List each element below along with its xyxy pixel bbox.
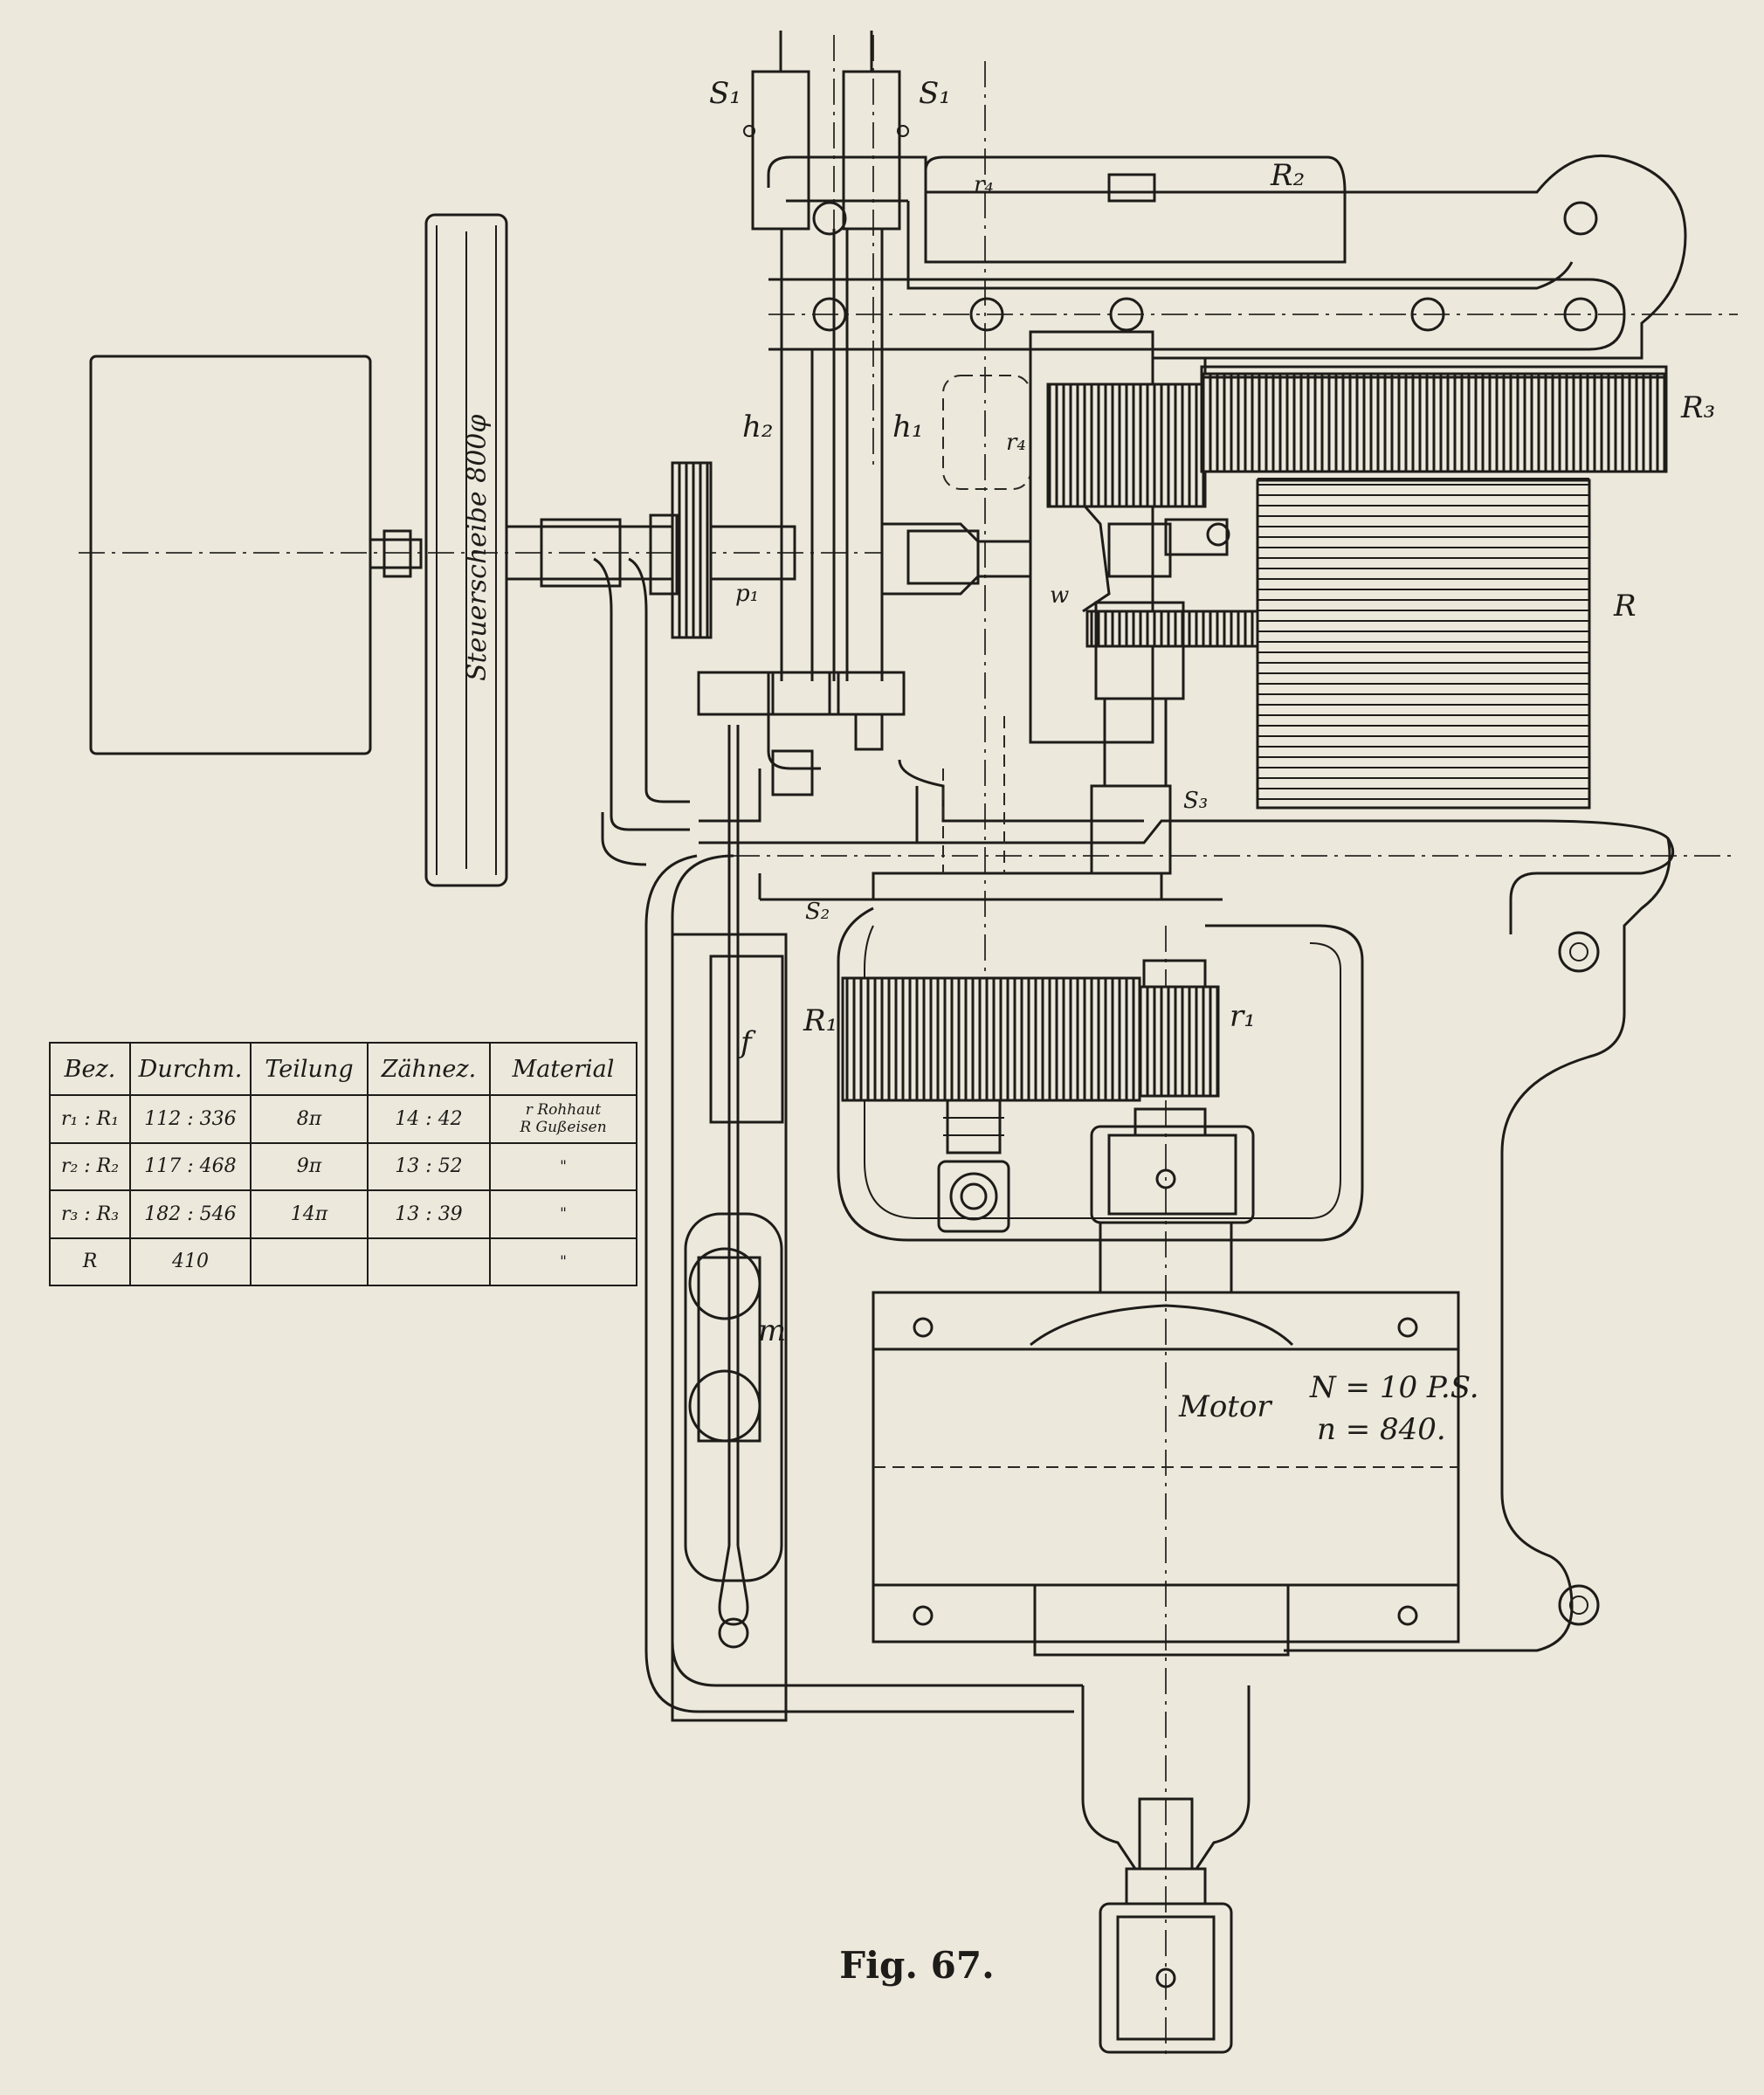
cell-teilung — [250, 1237, 369, 1286]
cell-teilung: 14π — [250, 1189, 369, 1239]
cell-teilung: 8π — [250, 1094, 369, 1144]
pinion-p1 — [649, 461, 713, 639]
label-R: R — [1613, 589, 1637, 624]
motor-body: Motor N = 10 P.S. n = 840. — [872, 1291, 1479, 1657]
table-row: r₃ : R₃ 182 : 546 14π 13 : 39 " — [49, 1189, 637, 1239]
header-bez: Bez. — [49, 1042, 131, 1096]
lower-spindle — [937, 1099, 1010, 1233]
cell-material: " — [489, 1189, 637, 1239]
label-S2: S₂ — [805, 899, 830, 925]
material-line1: r Rohhaut — [525, 1101, 602, 1120]
label-h2: h₂ — [742, 410, 774, 444]
cell-material: " — [489, 1237, 637, 1286]
label-s1-left: S₁ — [709, 76, 741, 111]
cell-durchm: 112 : 336 — [129, 1094, 252, 1144]
main-shaft — [369, 518, 796, 831]
header-teilung: Teilung — [250, 1042, 369, 1096]
pulley-label: Steuerscheibe 800φ — [462, 415, 493, 681]
cell-bez: r₂ : R₂ — [49, 1141, 131, 1191]
label-S3: S₃ — [1183, 788, 1208, 814]
header-zaehne: Zähnez. — [367, 1042, 491, 1096]
header-material: Material — [489, 1042, 637, 1096]
cell-bez: r₁ : R₁ — [49, 1094, 131, 1144]
control-pulley: Steuerscheibe 800φ — [424, 213, 508, 887]
motor-coupling — [1030, 1107, 1294, 1347]
label-h1: h₁ — [892, 410, 924, 444]
label-R2: R₂ — [1270, 158, 1305, 193]
label-r4-mid: r₄ — [1006, 430, 1026, 456]
cell-zaehne — [367, 1237, 491, 1286]
cell-durchm: 117 : 468 — [129, 1141, 252, 1191]
label-p1: p₁ — [735, 581, 759, 607]
motor-speed: n = 840. — [1317, 1412, 1446, 1447]
header-durchm: Durchm. — [129, 1042, 252, 1096]
label-m: m — [758, 1313, 786, 1348]
upper-rod-guides — [743, 31, 909, 681]
table-row: R 410 " — [49, 1237, 637, 1286]
machine-frame — [601, 154, 1687, 1713]
material-line2: R Gußeisen — [520, 1119, 607, 1137]
central-housing — [697, 330, 1675, 901]
label-r4-top: r₄ — [974, 172, 994, 198]
figure-caption: Fig. 67. — [839, 1944, 995, 1987]
gear-R1-r1 — [841, 959, 1220, 1102]
cell-bez: R — [49, 1237, 131, 1286]
cell-bez: r₃ : R₃ — [49, 1189, 131, 1239]
motor-power: N = 10 P.S. — [1309, 1370, 1479, 1405]
motor-label: Motor — [1178, 1389, 1272, 1424]
label-f: f — [738, 1025, 756, 1060]
cell-zaehne: 13 : 39 — [367, 1189, 491, 1239]
cell-durchm: 182 : 546 — [129, 1189, 252, 1239]
winding-drum — [1256, 478, 1591, 810]
gear-r2-R2-R3 — [1046, 365, 1668, 508]
label-R1: R₁ — [803, 1003, 837, 1038]
part-labels: S₁ S₁ r₄ R₂ R₃ h₂ h₁ r₄ p₁ w R S₃ S₂ R₁ … — [709, 76, 1715, 1348]
label-w: w — [1050, 582, 1069, 609]
cell-material: " — [489, 1141, 637, 1191]
cell-zaehne: 13 : 52 — [367, 1141, 491, 1191]
motor-foot — [1081, 1685, 1251, 2054]
label-s1-right: S₁ — [919, 76, 951, 111]
cell-teilung: 9π — [250, 1141, 369, 1191]
gear-specification-table: Bez. Durchm. Teilung Zähnez. Material r₁… — [49, 1042, 637, 1286]
table-row: r₂ : R₂ 117 : 468 9π 13 : 52 " — [49, 1141, 637, 1191]
table-header-row: Bez. Durchm. Teilung Zähnez. Material — [49, 1042, 637, 1096]
label-r1: r₁ — [1230, 999, 1256, 1034]
label-R3: R₃ — [1680, 390, 1715, 425]
brake-weight — [89, 355, 372, 755]
hand-lever — [671, 725, 788, 1722]
cell-zaehne: 14 : 42 — [367, 1094, 491, 1144]
cell-durchm: 410 — [129, 1237, 252, 1286]
